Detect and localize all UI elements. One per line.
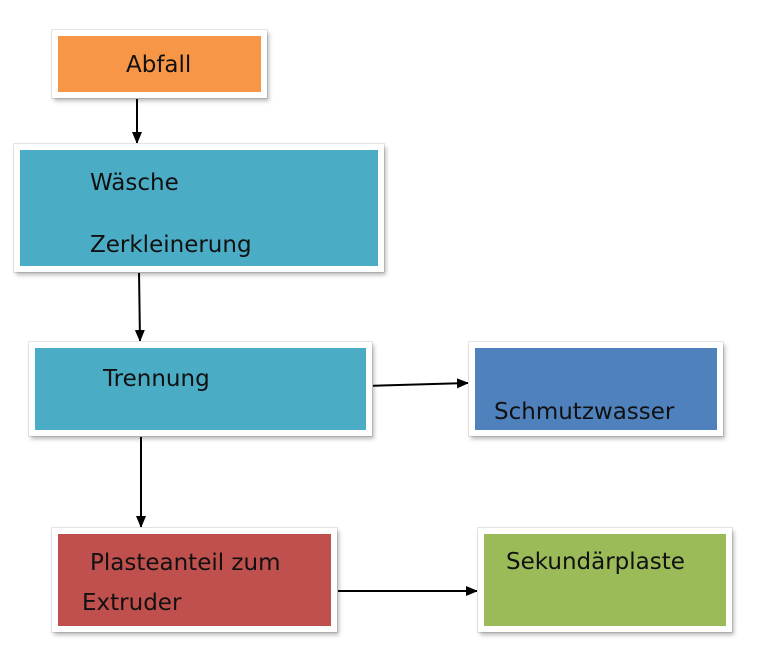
node-abfall: Abfall xyxy=(52,30,267,98)
sekundaerplaste-label: Sekundärplaste xyxy=(506,549,685,575)
plasteanteil-label-line1: Plasteanteil zum xyxy=(90,550,281,576)
node-waesche-zerkleinerung: Wäsche Zerkleinerung xyxy=(14,144,384,272)
trennung-label: Trennung xyxy=(103,366,210,392)
plasteanteil-label-line2: Extruder xyxy=(82,590,182,616)
node-schmutzwasser: Schmutzwasser xyxy=(469,342,723,436)
abfall-label: Abfall xyxy=(126,52,192,78)
waesche-label: Wäsche xyxy=(90,170,179,196)
node-trennung: Trennung xyxy=(29,342,372,436)
arrow-trennung-to-schmutzwasser xyxy=(365,378,469,389)
node-sekundaerplaste: Sekundärplaste xyxy=(478,528,732,632)
schmutzwasser-label: Schmutzwasser xyxy=(494,399,675,425)
arrow-waesche-to-trennung xyxy=(134,270,145,342)
zerkleinerung-label: Zerkleinerung xyxy=(90,232,252,258)
node-plasteanteil: Plasteanteil zum Extruder xyxy=(52,528,337,632)
